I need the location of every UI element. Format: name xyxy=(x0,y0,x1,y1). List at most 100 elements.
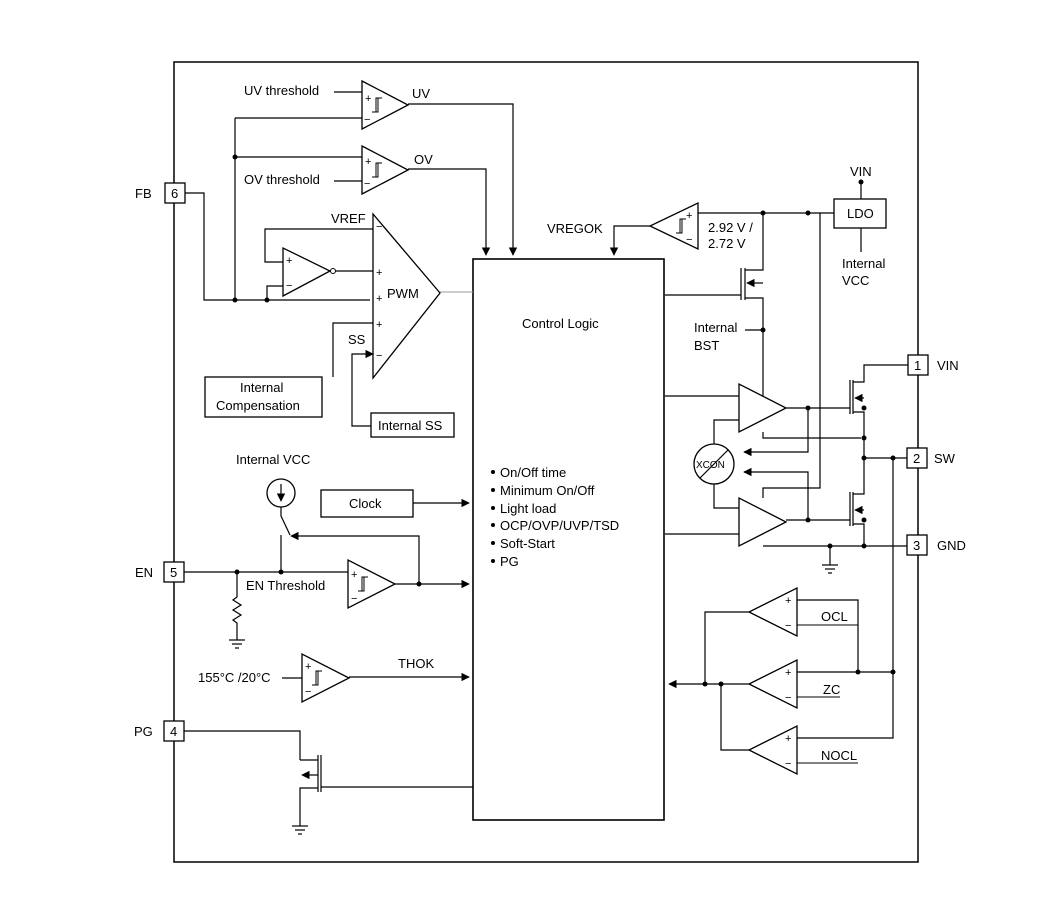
control-logic-feature: Light load xyxy=(500,501,556,516)
svg-text:−: − xyxy=(364,114,370,126)
control-logic-block: Control Logic On/Off time Minimum On/Off… xyxy=(472,258,665,821)
svg-text:VIN: VIN xyxy=(937,358,959,373)
internal-vcc-ldo-2: VCC xyxy=(842,273,869,288)
svg-text:−: − xyxy=(376,221,382,233)
svg-text:Compensation: Compensation xyxy=(216,398,300,413)
internal-vcc-label: Internal VCC xyxy=(236,452,310,467)
pin-sw: 2 SW xyxy=(906,447,956,469)
svg-text:−: − xyxy=(351,593,357,605)
svg-text:FB: FB xyxy=(135,186,152,201)
internal-ss-box xyxy=(370,412,455,438)
internal-bst-2: BST xyxy=(694,338,719,353)
low-side-mosfet xyxy=(849,458,867,546)
pwm-comparator: − + + + − xyxy=(372,212,441,380)
vref-label: VREF xyxy=(331,211,366,226)
svg-text:Internal SS: Internal SS xyxy=(378,418,443,433)
svg-text:+: + xyxy=(376,293,382,305)
ov-threshold-label: OV threshold xyxy=(244,172,320,187)
ov-label: OV xyxy=(414,152,433,167)
svg-text:4: 4 xyxy=(170,724,177,739)
svg-text:+: + xyxy=(305,661,311,673)
pin-pg: 4 PG xyxy=(134,720,185,742)
en-threshold-label: EN Threshold xyxy=(246,578,325,593)
svg-text:−: − xyxy=(785,620,791,632)
zc-label: ZC xyxy=(823,682,840,697)
ldo-box xyxy=(833,198,887,229)
clock-box xyxy=(320,489,414,518)
svg-text:+: + xyxy=(785,595,791,607)
ss-label: SS xyxy=(348,332,366,347)
pg-mosfet xyxy=(184,730,473,835)
ocl-comparator: + − xyxy=(747,586,798,638)
svg-text:GND: GND xyxy=(937,538,966,553)
pin-gnd: 3 GND xyxy=(906,534,966,556)
vin-top-label: VIN xyxy=(850,164,872,179)
thermal-comparator: + − xyxy=(301,652,351,704)
svg-text:−: − xyxy=(686,234,692,246)
svg-text:EN: EN xyxy=(135,565,153,580)
nocl-comparator: + − xyxy=(747,724,798,776)
nocl-label: NOCL xyxy=(821,748,857,763)
high-side-mosfet xyxy=(849,364,908,458)
svg-text:+: + xyxy=(785,667,791,679)
ov-comparator: + − xyxy=(361,144,410,196)
control-logic-feature: PG xyxy=(500,554,519,569)
svg-text:2: 2 xyxy=(913,451,920,466)
control-logic-feature: Minimum On/Off xyxy=(500,483,595,498)
svg-text:Internal: Internal xyxy=(240,380,283,395)
pin-vin: 1 VIN xyxy=(907,354,959,376)
control-logic-title: Control Logic xyxy=(522,316,599,331)
internal-bst-1: Internal xyxy=(694,320,737,335)
zc-comparator: + − xyxy=(747,658,798,710)
svg-text:−: − xyxy=(376,350,382,362)
svg-text:+: + xyxy=(365,93,371,105)
svg-text:−: − xyxy=(364,178,370,190)
control-logic-feature: On/Off time xyxy=(500,465,566,480)
current-source xyxy=(266,478,296,508)
vreg-threshold-2: 2.72 V xyxy=(708,236,746,251)
uv-comparator: + − xyxy=(361,79,410,131)
internal-compensation-box xyxy=(204,376,323,418)
high-side-driver xyxy=(738,382,788,434)
svg-text:3: 3 xyxy=(913,538,920,553)
pin-fb: 6 FB xyxy=(135,182,186,204)
uv-threshold-label: UV threshold xyxy=(244,83,319,98)
control-logic-feature: Soft-Start xyxy=(500,536,555,551)
svg-text:+: + xyxy=(286,255,292,267)
internal-vcc-ldo-1: Internal xyxy=(842,256,885,271)
svg-text:1: 1 xyxy=(914,358,921,373)
vreg-threshold-1: 2.92 V / xyxy=(708,220,753,235)
svg-text:−: − xyxy=(785,758,791,770)
en-pulldown-resistor xyxy=(229,572,245,649)
control-logic-feature: OCP/OVP/UVP/TSD xyxy=(500,518,619,533)
bst-mosfet xyxy=(665,213,764,396)
svg-text:PG: PG xyxy=(134,724,153,739)
error-amplifier: + − xyxy=(282,246,336,298)
svg-text:−: − xyxy=(305,686,311,698)
ground-symbol xyxy=(822,546,838,574)
svg-text:Clock: Clock xyxy=(349,496,382,511)
vregok-comparator: + − xyxy=(648,201,699,251)
vregok-label: VREGOK xyxy=(547,221,603,236)
svg-text:XCON: XCON xyxy=(696,460,725,471)
svg-text:+: + xyxy=(351,569,357,581)
ocl-label: OCL xyxy=(821,609,848,624)
svg-text:+: + xyxy=(686,210,692,222)
svg-text:+: + xyxy=(376,267,382,279)
uv-label: UV xyxy=(412,86,430,101)
svg-text:6: 6 xyxy=(171,186,178,201)
en-comparator: + − xyxy=(347,558,397,610)
pin-en: 5 EN xyxy=(135,561,185,583)
svg-text:+: + xyxy=(365,156,371,168)
svg-text:−: − xyxy=(785,692,791,704)
svg-text:+: + xyxy=(785,733,791,745)
svg-text:LDO: LDO xyxy=(847,206,874,221)
svg-text:SW: SW xyxy=(934,451,956,466)
low-side-driver xyxy=(738,496,788,548)
pwm-label: PWM xyxy=(387,286,419,301)
xcon-block: XCON xyxy=(693,443,735,485)
svg-text:5: 5 xyxy=(170,565,177,580)
temp-threshold-label: 155°C /20°C xyxy=(198,670,271,685)
svg-text:+: + xyxy=(376,319,382,331)
